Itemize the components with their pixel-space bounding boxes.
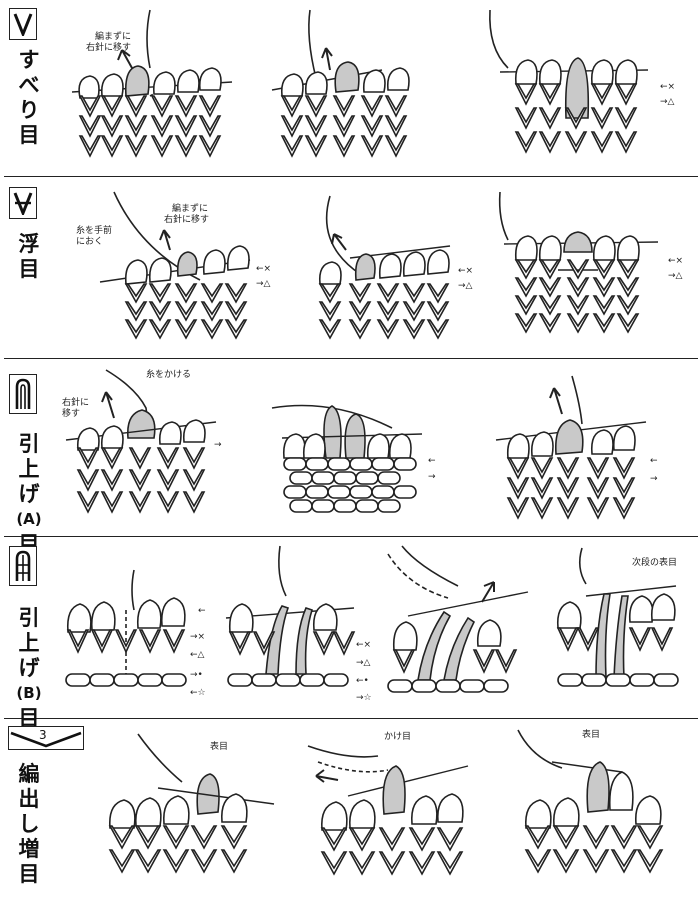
float-stitch-step-2-diagram (318, 195, 451, 340)
symbol-number: 3 (39, 728, 47, 742)
tuck-a-symbol-icon (9, 374, 37, 414)
annotation: 糸を手前 (76, 226, 113, 236)
row-marker: ← (650, 456, 658, 466)
v-float-symbol-icon (9, 187, 37, 219)
section-increase-stitch: 3 編出 し増 目 表目 かけ目 表目 (0, 718, 700, 898)
annotation: 右針に移す (164, 215, 210, 225)
increase-step-3-diagram (517, 729, 664, 874)
row-marker: → (428, 472, 436, 482)
section-tuck-stitch-b: 引上 げ (B) 目 次段の表目 ← →× ←△ →• ←☆ ←× →△ ←• … (0, 536, 700, 730)
slip-stitch-step-1-diagram (71, 9, 233, 158)
annotation: 表目 (582, 730, 601, 740)
section-divider (4, 176, 698, 177)
annotation: 移す (62, 409, 81, 419)
row-marker: → (214, 440, 222, 450)
row-marker: →• (190, 670, 203, 680)
row-marker: →△ (356, 658, 371, 668)
row-marker: →☆ (356, 693, 372, 703)
section-divider (4, 718, 698, 719)
section-float-stitch: 浮目 糸を手前 におく 編まずに 右針に移す ←× →△ ←× →△ ←× →△ (0, 176, 700, 358)
tuck-b-step-3-diagram (387, 545, 529, 693)
row-marker: ←× (356, 640, 372, 650)
annotation: 糸をかける (146, 370, 192, 380)
annotation: 右針に移す (86, 43, 132, 53)
increase-3-symbol-icon: 3 (8, 726, 84, 750)
row-marker: ←× (668, 256, 684, 266)
tuck-b-step-1-diagram (65, 569, 187, 687)
section-label-tuck-b: 引上 げ (B) 目 (16, 606, 42, 730)
annotation: かけ目 (384, 732, 412, 742)
row-marker: ← (198, 606, 206, 616)
increase-step-1-diagram (108, 733, 275, 874)
annotation: 編まずに (95, 32, 132, 42)
tuck-a-step-1-diagram (65, 369, 217, 514)
row-marker: ←☆ (190, 688, 206, 698)
annotation: 次段の表目 (632, 558, 678, 568)
knit-fabric (78, 65, 222, 158)
annotation: 表目 (210, 742, 229, 752)
tuck-a-step-3-diagram (495, 375, 647, 520)
tuck-b-step-2-diagram (225, 545, 356, 687)
row-marker: ← (428, 456, 436, 466)
section-label-slip: すべ り目 (18, 48, 40, 147)
row-marker: ←△ (190, 650, 205, 660)
section-tuck-stitch-a: 引上 げ (A) 目 糸をかける 右針に 移す → ← → ← → (0, 358, 700, 556)
row-marker: → (650, 474, 658, 484)
row-marker: →△ (458, 281, 473, 291)
slip-stitch-step-2-diagram (271, 9, 410, 158)
float-stitch-step-1-diagram (99, 191, 251, 340)
tuck-b-step-4-diagram (556, 547, 679, 687)
row-marker: →× (190, 632, 206, 642)
tuck-a-step-2-diagram (271, 404, 423, 513)
row-marker: →△ (668, 271, 683, 281)
annotation: 編まずに (172, 204, 209, 214)
row-marker: ←× (458, 266, 474, 276)
annotation: 右針に (62, 398, 90, 408)
section-divider (4, 536, 698, 537)
row-marker: ←× (256, 264, 272, 274)
slip-stitch-step-3-diagram (489, 9, 649, 154)
row-marker: ←× (660, 82, 676, 92)
section-label-tuck-a: 引上 げ (A) 目 (16, 432, 42, 556)
section-label-increase: 編出 し増 目 (18, 762, 40, 886)
row-marker: →△ (660, 97, 675, 107)
annotation: におく (76, 237, 104, 247)
float-stitch-step-3-diagram (498, 191, 659, 334)
increase-step-2-diagram (307, 745, 469, 876)
row-marker: ←• (356, 676, 369, 686)
section-slip-stitch: すべ り目 編まずに 右針に移す ←× →△ (0, 0, 700, 176)
row-marker: →△ (256, 279, 271, 289)
section-label-float: 浮目 (18, 232, 40, 281)
tuck-b-symbol-icon (9, 546, 37, 586)
section-divider (4, 358, 698, 359)
v-slip-symbol-icon (9, 8, 37, 40)
